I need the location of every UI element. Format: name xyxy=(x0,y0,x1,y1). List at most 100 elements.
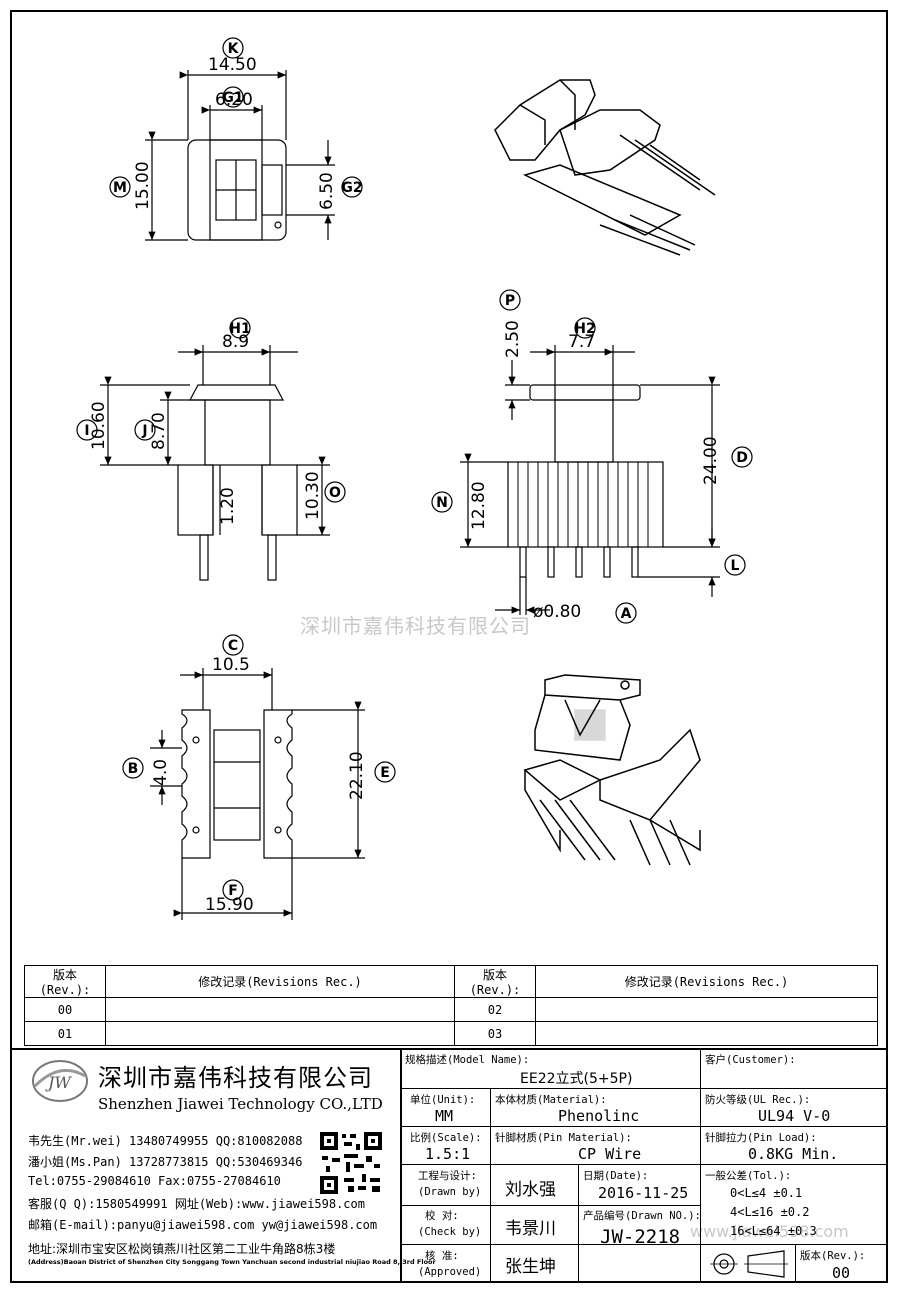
watermark: 深圳市嘉伟科技有限公司 xyxy=(300,614,531,638)
dim-m: 15.00 xyxy=(133,161,153,210)
dim-h1: 8.9 xyxy=(222,332,249,352)
rev-cell: 03 xyxy=(454,1021,536,1046)
pin-load-label: 针脚拉力(Pin Load): xyxy=(705,1132,817,1144)
label-a: A xyxy=(621,606,632,622)
rec-header-1: 修改记录(Revisions Rec.) xyxy=(105,965,455,998)
tol-label: 一般公差(Tol.): xyxy=(705,1170,792,1182)
logo-text: JW xyxy=(45,1073,72,1092)
rev-label: 版本(Rev.): xyxy=(800,1250,866,1262)
projection-symbol-icon xyxy=(710,1250,788,1278)
front-view xyxy=(100,345,330,581)
dim-o: 10.30 xyxy=(303,471,323,520)
isometric-view-top xyxy=(494,79,716,256)
ul-label: 防火等级(UL Rec.): xyxy=(705,1094,811,1106)
contact-line-1: 韦先生(Mr.wei) 13480749955 QQ:810082088 xyxy=(28,1134,303,1148)
check-value: 韦景川 xyxy=(505,1219,556,1239)
unit-value: MM xyxy=(435,1107,454,1125)
rev-value: 00 xyxy=(832,1264,851,1282)
label-c: C xyxy=(228,638,238,654)
top-view xyxy=(145,70,335,241)
material-label: 本体材质(Material): xyxy=(495,1094,607,1106)
watermark-url: www.jiawei598.com xyxy=(690,1222,849,1241)
dim-d: 24.00 xyxy=(701,436,721,485)
drawn-label: 工程与设计: xyxy=(418,1170,477,1182)
dim-g2: 6.50 xyxy=(317,172,337,210)
contact-line-2: 潘小姐(Ms.Pan) 13728773815 QQ:530469346 xyxy=(28,1155,303,1169)
label-d: D xyxy=(736,450,748,466)
dimension-values: 14.50 6.20 15.00 6.50 8.9 10.60 8.70 1.2… xyxy=(89,55,721,915)
customer-label: 客户(Customer): xyxy=(705,1054,796,1066)
label-b: B xyxy=(128,761,139,777)
approve-label: 核 准: xyxy=(425,1250,459,1262)
scale-value: 1.5:1 xyxy=(425,1145,471,1163)
rev-header-1: 版本(Rev.): xyxy=(24,965,106,998)
dim-a: ø0.80 xyxy=(533,602,581,622)
label-l: L xyxy=(731,558,740,574)
drawn-no-label: 产品编号(Drawn NO.): xyxy=(583,1210,701,1222)
material-value: Phenolinc xyxy=(558,1107,640,1125)
scale-label: 比例(Scale): xyxy=(410,1132,482,1144)
dim-small: 1.20 xyxy=(218,487,238,525)
model-value: EE22立式(5+5P) xyxy=(520,1071,633,1087)
label-k: K xyxy=(228,41,240,57)
approve-value: 张生坤 xyxy=(505,1257,556,1277)
label-m: M xyxy=(113,180,127,196)
tol-line-3: 16<L≤64 ±0.3 xyxy=(730,1224,817,1238)
pin-material-label: 针脚材质(Pin Material): xyxy=(495,1132,632,1144)
qr-code xyxy=(318,1130,384,1196)
isometric-view-bottom xyxy=(523,674,701,866)
tol-line-1: 0<L≤4 ±0.1 xyxy=(730,1186,803,1200)
rec-header-2: 修改记录(Revisions Rec.) xyxy=(535,965,878,998)
dim-p: 2.50 xyxy=(503,320,523,358)
contact-line-5: 邮箱(E-mail):panyu@jiawei598.com yw@jiawei… xyxy=(28,1218,378,1232)
rec-cell xyxy=(105,997,455,1022)
pin-load-value: 0.8KG Min. xyxy=(748,1145,839,1163)
rev-cell: 01 xyxy=(24,1021,106,1046)
label-p: P xyxy=(505,293,515,309)
date-label: 日期(Date): xyxy=(583,1170,649,1182)
company-name-en: Shenzhen Jiawei Technology CO.,LTD xyxy=(98,1095,383,1113)
ul-value: UL94 V-0 xyxy=(758,1107,831,1125)
approve-label-en: (Approved) xyxy=(418,1266,482,1278)
dim-f: 15.90 xyxy=(205,895,254,915)
tol-line-2: 4<L≤16 ±0.2 xyxy=(730,1205,810,1219)
drawn-value: 刘水强 xyxy=(505,1180,556,1200)
drawing-frame xyxy=(10,10,888,1283)
revision-table: 版本(Rev.): 修改记录(Revisions Rec.) 版本(Rev.):… xyxy=(24,965,878,1046)
rec-cell xyxy=(105,1021,455,1046)
drawn-label-en: (Drawn by) xyxy=(418,1186,482,1198)
contact-line-4: 客服(Q Q):1580549991 网址(Web):www.jiawei598… xyxy=(28,1197,365,1211)
rev-cell: 02 xyxy=(454,997,536,1022)
dimension-label-letters: K G1 M G2 H1 I J O P H2 D N L A C B E F xyxy=(84,41,747,899)
rev-cell: 00 xyxy=(24,997,106,1022)
dim-i: 10.60 xyxy=(89,401,109,450)
label-g1: G1 xyxy=(222,90,243,106)
label-j: J xyxy=(141,423,147,439)
label-h2: H2 xyxy=(574,321,595,337)
check-label-en: (Check by) xyxy=(418,1226,482,1238)
label-i: I xyxy=(84,423,89,439)
dim-j: 8.70 xyxy=(149,412,169,450)
company-name-cn: 深圳市嘉伟科技有限公司 xyxy=(98,1064,373,1092)
dim-b: 4.0 xyxy=(151,759,171,786)
rev-header-2: 版本(Rev.): xyxy=(454,965,536,998)
rec-cell xyxy=(535,1021,878,1046)
address-cn: 地址:深圳市宝安区松岗镇燕川社区第二工业牛角路8栋3楼 xyxy=(28,1242,336,1256)
bottom-view xyxy=(150,668,365,920)
label-g2: G2 xyxy=(341,180,362,196)
label-n: N xyxy=(436,495,448,511)
label-f: F xyxy=(228,883,238,899)
dim-k: 14.50 xyxy=(208,55,257,75)
date-value: 2016-11-25 xyxy=(598,1184,689,1202)
label-o: O xyxy=(329,485,341,501)
dim-n: 12.80 xyxy=(469,481,489,530)
rec-cell xyxy=(535,997,878,1022)
pin-material-value: CP Wire xyxy=(578,1145,642,1163)
check-label: 校 对: xyxy=(425,1210,459,1222)
drawn-no-value: JW-2218 xyxy=(600,1226,681,1248)
side-view xyxy=(460,345,720,615)
contact-line-3: Tel:0755-29084610 Fax:0755-27084610 xyxy=(28,1174,281,1188)
label-e: E xyxy=(380,765,390,781)
label-h1: H1 xyxy=(229,321,250,337)
